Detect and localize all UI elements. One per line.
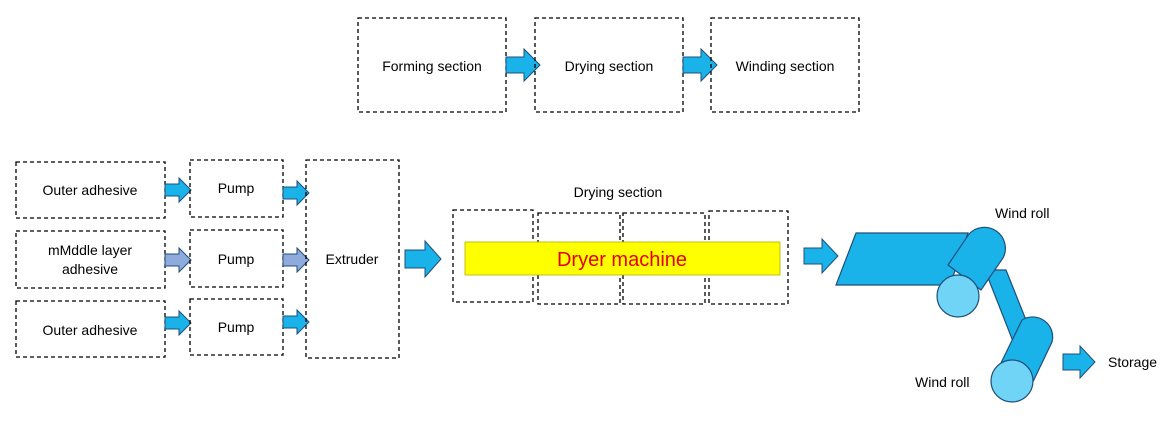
- pump-bottom-label: Pump: [218, 319, 255, 335]
- arrow-to-storage: [1062, 344, 1096, 380]
- drying-section-box: [534, 17, 684, 113]
- arrow-drying-to-winding: [682, 47, 718, 83]
- pump-top-label: Pump: [218, 180, 255, 196]
- outer-adhesive-bottom-label: Outer adhesive: [43, 322, 138, 338]
- arrow-pump-top-to-extruder: [282, 180, 310, 206]
- forming-section-box: [357, 17, 507, 113]
- dryer-machine-label: Dryer machine: [557, 249, 687, 271]
- arrow-extruder-to-dryer: [404, 239, 442, 279]
- forming-section-label: Forming section: [382, 58, 482, 74]
- pump-middle-label: Pump: [218, 251, 255, 267]
- winding-section-label: Winding section: [736, 58, 835, 74]
- middle-layer-adhesive-label-line1: mMddle layer: [48, 242, 132, 258]
- storage-label: Storage: [1108, 354, 1157, 370]
- arrow-outer-top-to-pump: [164, 177, 192, 203]
- wind-roll-bottom-cylinder: [990, 316, 1054, 403]
- arrow-pump-middle-to-extruder: [282, 247, 310, 273]
- dryer-section-label: Drying section: [574, 184, 663, 200]
- arrow-middle-to-pump: [164, 247, 192, 273]
- wind-roll-top-cylinder: [936, 226, 1006, 318]
- drying-section-label: Drying section: [565, 58, 654, 74]
- winding-section-box: [710, 17, 860, 113]
- wind-roll-top-label: Wind roll: [995, 205, 1049, 221]
- arrow-outer-bottom-to-pump: [164, 310, 192, 336]
- wind-roll-bottom-label: Wind roll: [915, 374, 969, 390]
- arrow-pump-bottom-to-extruder: [282, 309, 310, 335]
- extruder-box: [305, 159, 400, 359]
- dryer-machine-bar: [464, 241, 781, 276]
- arrow-forming-to-drying: [505, 47, 541, 83]
- arrow-dryer-to-winding: [803, 237, 839, 275]
- extruder-label: Extruder: [326, 251, 379, 267]
- outer-adhesive-top-label: Outer adhesive: [43, 182, 138, 198]
- middle-layer-adhesive-box: [15, 230, 166, 289]
- middle-layer-adhesive-label-line2: adhesive: [62, 261, 118, 277]
